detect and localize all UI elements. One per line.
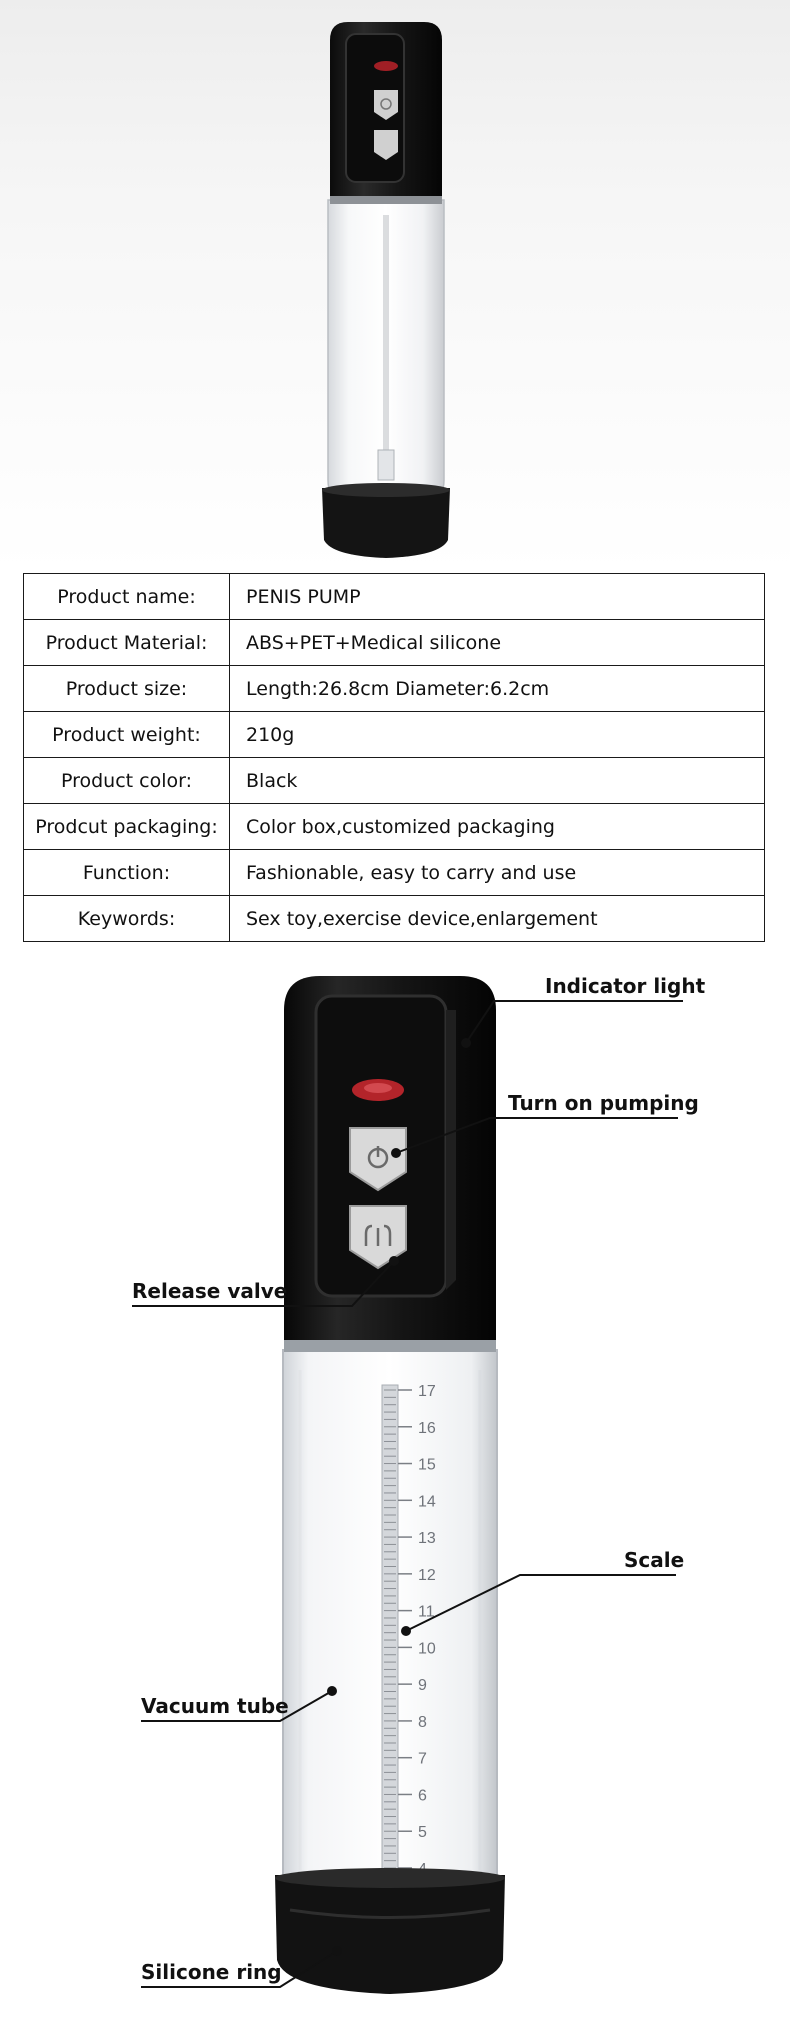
spec-row: Product Material: ABS+PET+Medical silico…	[23, 619, 765, 666]
scale-tick-label: 11	[418, 1604, 435, 1621]
spec-row: Keywords: Sex toy,exercise device,enlarg…	[23, 895, 765, 942]
spec-row: Product name: PENIS PUMP	[23, 573, 765, 620]
callout-silicone-ring: Silicone ring	[141, 1960, 282, 1984]
callout-release-valve: Release valve	[132, 1279, 288, 1303]
spec-value: Fashionable, easy to carry and use	[229, 849, 765, 896]
hero-power-button-icon	[374, 90, 398, 120]
hero-pump-illustration	[322, 22, 450, 558]
scale-tick-label: 13	[418, 1530, 436, 1547]
hero-product-photo	[0, 0, 790, 572]
spec-value: Black	[229, 757, 765, 804]
annotated-diagram: 1716151413121110987654	[0, 950, 790, 2044]
scale-tick-label: 8	[418, 1714, 427, 1731]
spec-value: Color box,customized packaging	[229, 803, 765, 850]
spec-label: Product name:	[23, 573, 230, 620]
callout-scale: Scale	[624, 1548, 685, 1572]
scale-tick-label: 17	[418, 1383, 436, 1400]
scale-tick-label: 16	[418, 1420, 436, 1437]
callout-dots	[327, 1038, 471, 1956]
spec-value: PENIS PUMP	[229, 573, 765, 620]
spec-row: Prodcut packaging: Color box,customized …	[23, 803, 765, 850]
power-icon	[367, 1146, 389, 1169]
spec-label: Product color:	[23, 757, 230, 804]
scale-tick-label: 7	[418, 1751, 427, 1768]
spec-table: Product name: PENIS PUMP Product Materia…	[23, 573, 765, 942]
scale-tick-label: 14	[418, 1493, 436, 1510]
release-valve-icon	[364, 1224, 392, 1246]
spec-value: ABS+PET+Medical silicone	[229, 619, 765, 666]
callout-turn-on-pumping: Turn on pumping	[508, 1091, 699, 1115]
spec-label: Prodcut packaging:	[23, 803, 230, 850]
spec-label: Product Material:	[23, 619, 230, 666]
silicone-ring-shape	[275, 1875, 505, 1994]
diagram-pump-illustration: 1716151413121110987654	[132, 976, 683, 1994]
spec-row: Product size: Length:26.8cm Diameter:6.2…	[23, 665, 765, 712]
spec-value: 210g	[229, 711, 765, 758]
scale-tick-group: 1716151413121110987654	[384, 1383, 436, 1878]
scale-tick-label: 6	[418, 1787, 427, 1804]
scale-tick-label: 9	[418, 1677, 427, 1694]
hero-indicator-light-icon	[374, 61, 398, 71]
spec-label: Product size:	[23, 665, 230, 712]
scale-tick-label: 5	[418, 1824, 427, 1841]
spec-label: Function:	[23, 849, 230, 896]
spec-value: Sex toy,exercise device,enlargement	[229, 895, 765, 942]
spec-label: Product weight:	[23, 711, 230, 758]
spec-value: Length:26.8cm Diameter:6.2cm	[229, 665, 765, 712]
scale-tick-label: 12	[418, 1567, 436, 1584]
spec-label: Keywords:	[23, 895, 230, 942]
spec-row: Function: Fashionable, easy to carry and…	[23, 849, 765, 896]
callout-lines	[132, 1000, 683, 1988]
hero-release-button-icon	[374, 130, 398, 160]
scale-tick-label: 10	[418, 1640, 436, 1657]
scale-tick-label: 15	[418, 1457, 436, 1474]
power-button[interactable]	[349, 1127, 407, 1192]
callout-indicator-light: Indicator light	[545, 974, 706, 998]
spec-row: Product color: Black	[23, 757, 765, 804]
spec-row: Product weight: 210g	[23, 711, 765, 758]
callout-vacuum-tube: Vacuum tube	[141, 1694, 289, 1718]
